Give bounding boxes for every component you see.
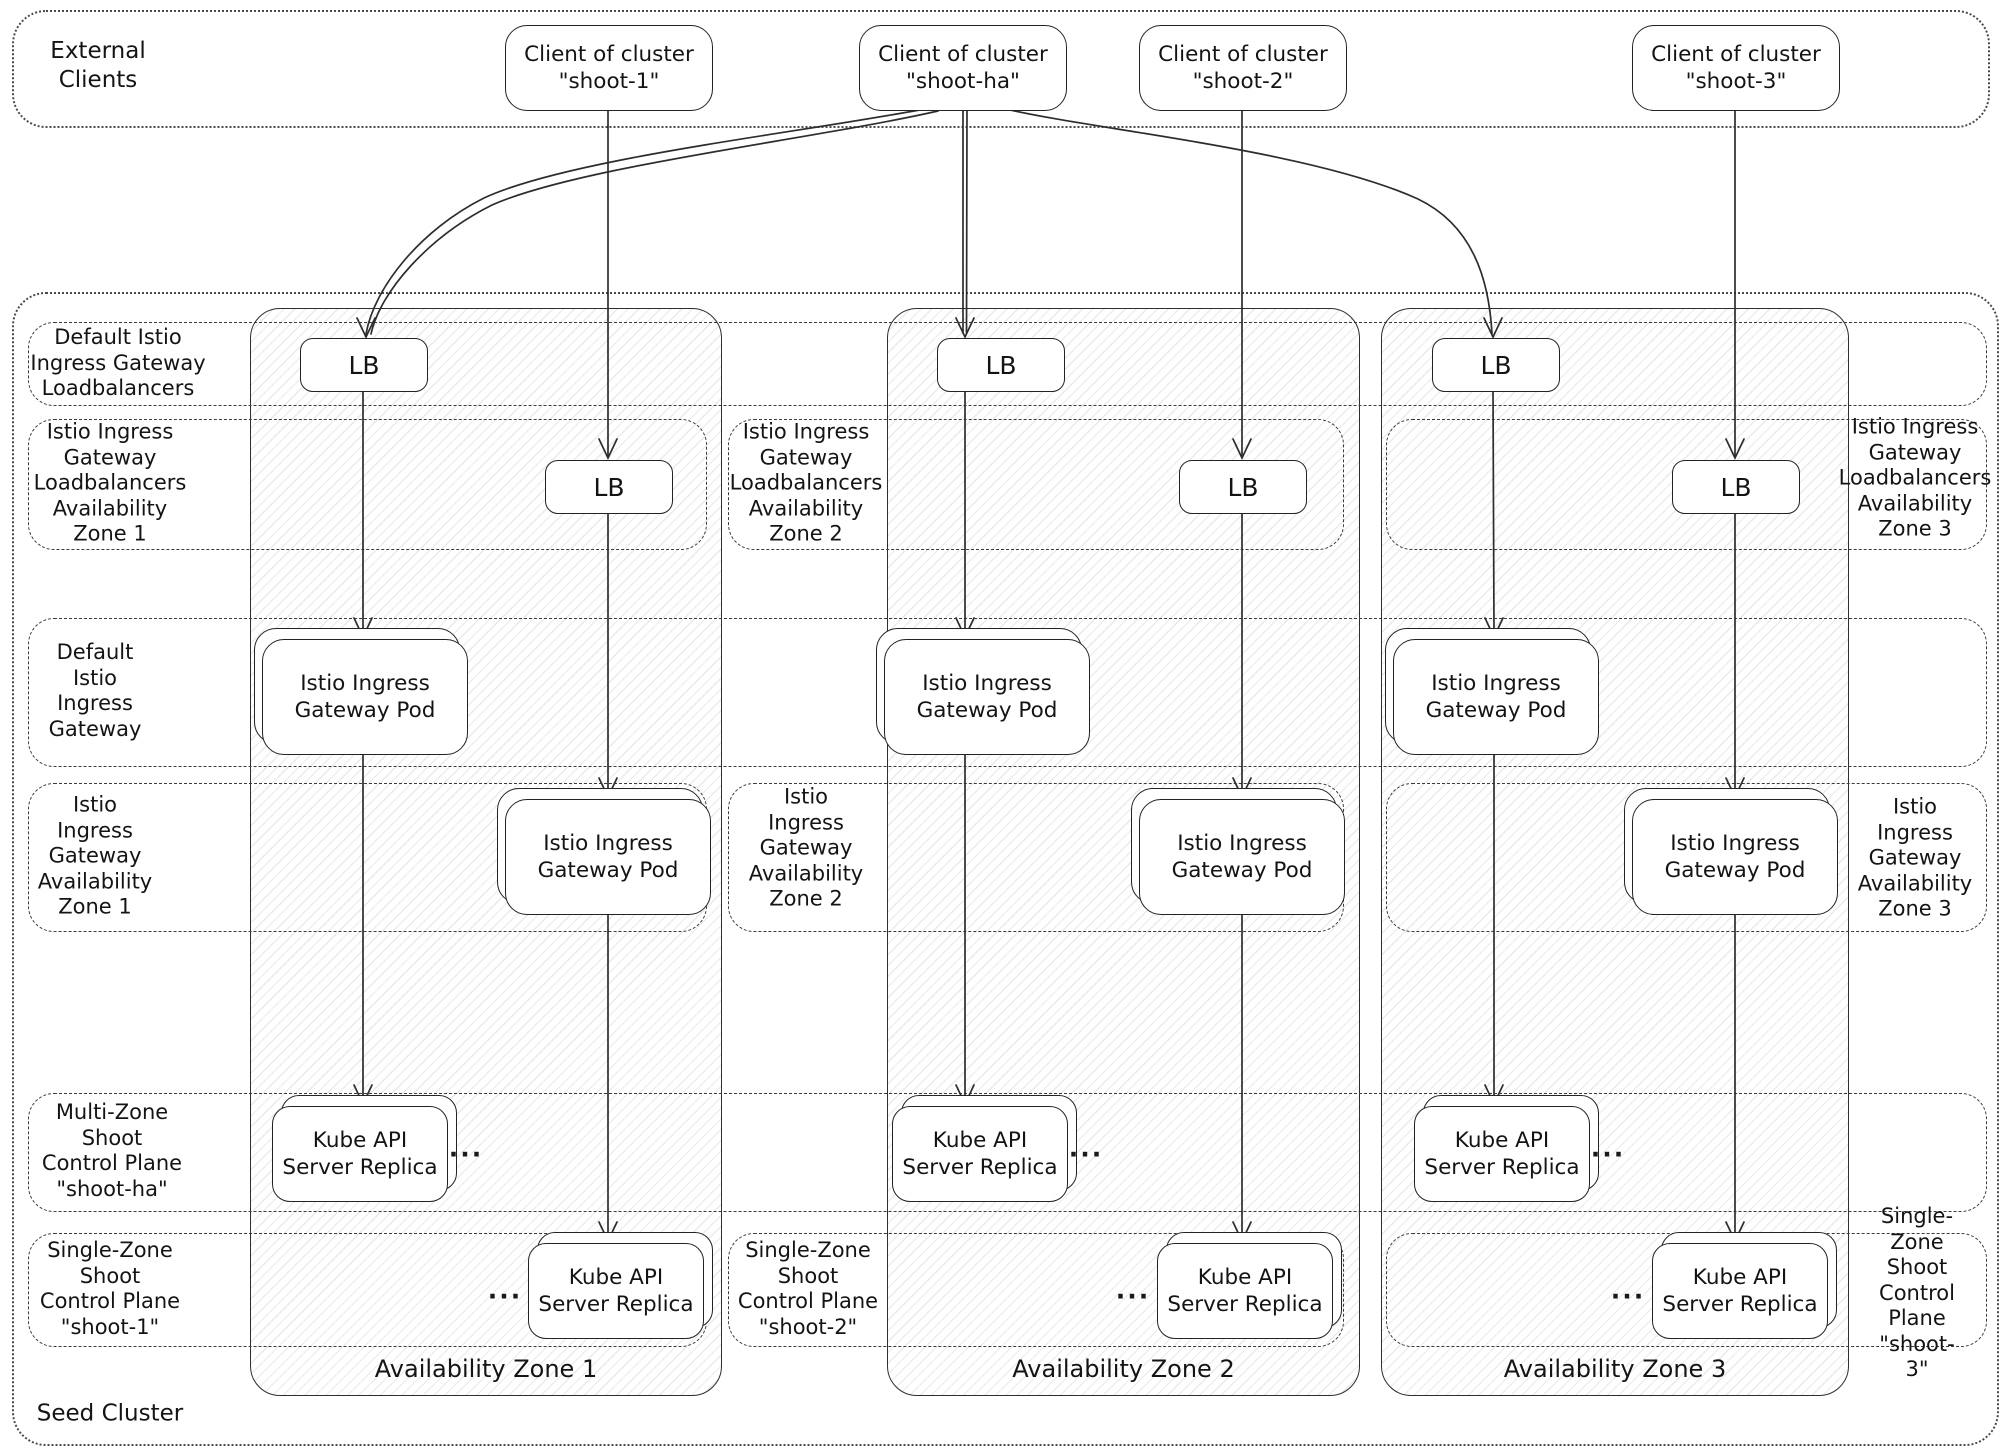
availability-zone-1-label: Availability Zone 1 <box>374 1355 598 1383</box>
flow-shoot-ha-to-az1-curve <box>365 107 931 335</box>
flow-shoot-ha-to-az2-line <box>962 108 968 334</box>
lb-box-default-az1: LB <box>300 338 428 392</box>
lb-box-zonal-az2: LB <box>1179 460 1307 514</box>
band-default-igw-label: Default Istio Ingress Gateway <box>48 640 142 741</box>
client-box-shoot-ha: Client of cluster "shoot-ha" <box>859 25 1067 111</box>
kube-api-single-az3: Kube API Server Replica <box>1652 1232 1837 1339</box>
band-single-zone-az2-label: Single-Zone Shoot Control Plane "shoot-2… <box>737 1238 879 1339</box>
flow-lb-to-pod-zonal <box>607 511 1736 795</box>
band-multi-zone-label: Multi-Zone Shoot Control Plane "shoot-ha… <box>41 1100 183 1201</box>
kube-api-single-az2: Kube API Server Replica <box>1157 1232 1342 1339</box>
band-multi-zone-shoot-control-plane <box>28 1093 1987 1212</box>
band-single-zone-az2 <box>728 1233 1344 1347</box>
lb-box-zonal-az1: LB <box>545 460 673 514</box>
band-default-istio-ingress-gateway-loadbalancers <box>28 322 1987 406</box>
band-lb-az3 <box>1386 419 1987 550</box>
flow-shoot-ha-to-az1-curve-2 <box>370 110 939 335</box>
kube-api-multi-az1: Kube API Server Replica <box>272 1095 457 1202</box>
flow-shoot-ha-to-az3-curve <box>1005 108 1493 335</box>
flow-client-verticals <box>607 108 1736 457</box>
client-box-shoot-2: Client of cluster "shoot-2" <box>1139 25 1347 111</box>
band-lb-az1-label: Istio Ingress Gateway Loadbalancers Avai… <box>33 419 187 546</box>
istio-pod-default-az1: Istio Ingress Gateway Pod <box>254 628 468 755</box>
band-igw-az3-label: Istio Ingress Gateway Availability Zone … <box>1857 794 1973 921</box>
lb-box-zonal-az3: LB <box>1672 460 1800 514</box>
band-lb-az2 <box>728 419 1344 550</box>
band-igw-az1-label: Istio Ingress Gateway Availability Zone … <box>37 792 153 919</box>
istio-pod-zonal-az1: Istio Ingress Gateway Pod <box>497 788 711 915</box>
kube-api-single-az2-ellipsis: ... <box>1115 1275 1151 1305</box>
availability-zone-2-label: Availability Zone 2 <box>1012 1355 1235 1383</box>
flow-lb-to-pod-default <box>362 389 1495 635</box>
external-clients-band <box>12 10 1990 128</box>
kube-api-single-az1: Kube API Server Replica <box>528 1232 713 1339</box>
istio-pod-zonal-az2: Istio Ingress Gateway Pod <box>1131 788 1345 915</box>
external-clients-label: External Clients <box>50 38 146 93</box>
istio-pod-zonal-az3: Istio Ingress Gateway Pod <box>1624 788 1838 915</box>
band-igw-az3 <box>1386 783 1987 932</box>
seed-cluster-label: Seed Cluster <box>36 1400 184 1427</box>
kube-api-multi-az2-ellipsis: ... <box>1068 1133 1104 1163</box>
band-single-zone-az3-label: Single-Zone Shoot Control Plane "shoot-3… <box>1879 1203 1955 1381</box>
flow-pod-to-api-single <box>607 914 1736 1239</box>
band-lb-az2-label: Istio Ingress Gateway Loadbalancers Avai… <box>729 419 883 546</box>
kube-api-multi-az3-ellipsis: ... <box>1590 1133 1626 1163</box>
band-lb-az3-label: Istio Ingress Gateway Loadbalancers Avai… <box>1838 414 1992 541</box>
kube-api-multi-az1-ellipsis: ... <box>448 1133 484 1163</box>
kube-api-single-az1-ellipsis: ... <box>487 1275 523 1305</box>
istio-pod-default-az3: Istio Ingress Gateway Pod <box>1385 628 1599 755</box>
client-box-shoot-1: Client of cluster "shoot-1" <box>505 25 713 111</box>
flow-pod-to-api-multi <box>362 754 1495 1102</box>
kube-api-multi-az3: Kube API Server Replica <box>1414 1095 1599 1202</box>
kube-api-multi-az2: Kube API Server Replica <box>892 1095 1077 1202</box>
band-single-zone-az1-label: Single-Zone Shoot Control Plane "shoot-1… <box>39 1238 181 1339</box>
band-lb-az1 <box>28 419 707 550</box>
lb-box-default-az3: LB <box>1432 338 1560 392</box>
band-igw-az2-label: Istio Ingress Gateway Availability Zone … <box>748 784 864 911</box>
lb-box-default-az2: LB <box>937 338 1065 392</box>
kube-api-single-az3-ellipsis: ... <box>1610 1275 1646 1305</box>
band-default-istio-ingress-gateway <box>28 618 1987 767</box>
band-default-lb-label: Default Istio Ingress Gateway Loadbalanc… <box>30 324 206 400</box>
seed-cluster-boundary <box>12 292 1999 1446</box>
client-box-shoot-3: Client of cluster "shoot-3" <box>1632 25 1840 111</box>
istio-pod-default-az2: Istio Ingress Gateway Pod <box>876 628 1090 755</box>
availability-zone-3-label: Availability Zone 3 <box>1503 1355 1727 1383</box>
